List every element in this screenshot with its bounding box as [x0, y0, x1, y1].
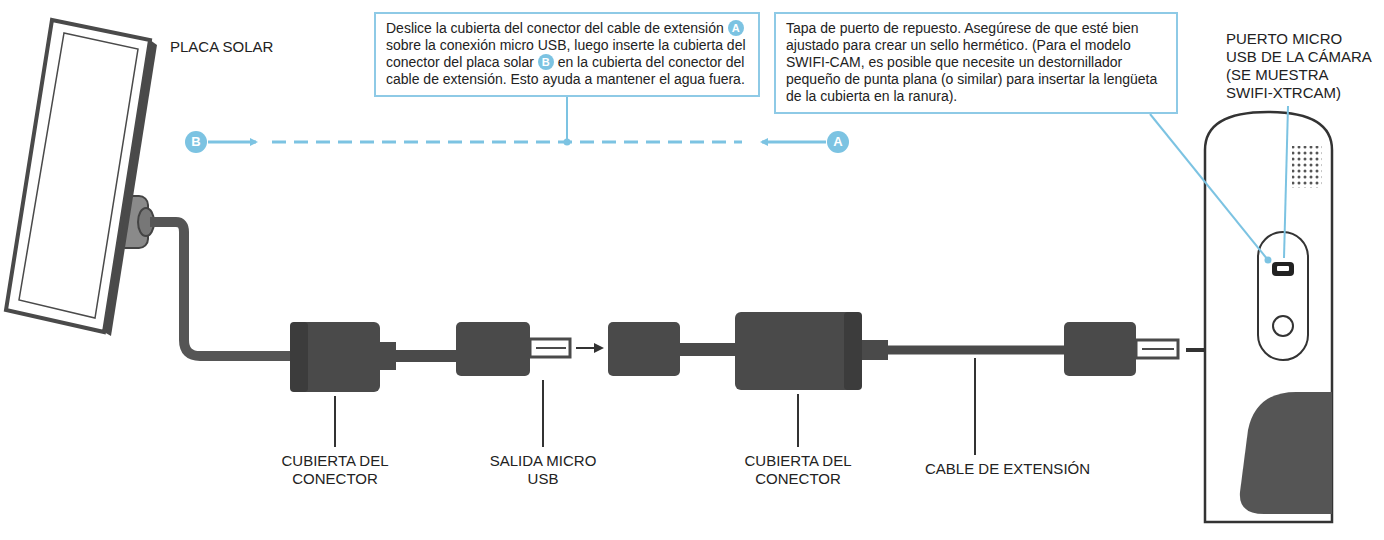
extension-cable-part: [862, 340, 888, 360]
camera-part: [1272, 262, 1294, 276]
callout-text: Deslice la cubierta del conector del cab…: [386, 20, 724, 36]
extension-cable-part: [680, 343, 737, 356]
solar-connector-part: [396, 350, 458, 362]
solar-connector-part: [536, 347, 566, 349]
extension-cable-part: [844, 312, 862, 390]
solar-connector-part: [290, 322, 380, 392]
leader-line: [974, 358, 976, 455]
callout-leader: [566, 97, 568, 142]
camera-part: [1240, 392, 1332, 514]
camera-part: [1273, 316, 1293, 336]
extension-cable-part: [735, 312, 862, 390]
leader-line: [334, 396, 336, 447]
callout-leader: [1150, 114, 1268, 260]
solar-connector-part: [380, 342, 396, 370]
callout-box: Tapa de puerto de repuesto. Asegúrese de…: [774, 12, 1178, 114]
callout-box: Deslice la cubierta del conector del cab…: [374, 12, 760, 97]
extension-cable-part: [886, 346, 1068, 355]
leader-dot: [1265, 257, 1272, 264]
insertion-guide-part: [208, 141, 256, 144]
part-name: SALIDA MICRO USB: [483, 452, 603, 488]
leader-dot: [564, 139, 571, 146]
part-name: CUBIERTA DEL CONECTOR: [270, 452, 400, 488]
solar-connector-part: [530, 339, 570, 357]
solar-connector-part: [456, 322, 530, 376]
insertion-guide-part: [272, 141, 742, 144]
insertion-guide-part: [827, 131, 849, 153]
solar-cable-part: [150, 222, 292, 356]
callout-letter: B: [185, 131, 207, 153]
callout-letter: A: [728, 20, 744, 36]
solar-panel-part: [6, 20, 150, 332]
extension-cable: [608, 312, 1250, 390]
part-name: CUBIERTA DEL CONECTOR: [733, 452, 863, 488]
callout-letter: A: [827, 131, 849, 153]
solar-cable: [150, 222, 292, 356]
part-name: PUERTO MICRO USB DE LA CÁMARA (SE MUESTR…: [1226, 30, 1374, 102]
callout-letter: B: [538, 54, 554, 70]
extension-cable-part: [1142, 348, 1174, 350]
camera-part: [1205, 112, 1332, 522]
leader-line: [797, 394, 799, 447]
camera-part: [1292, 146, 1322, 188]
extension-cable-part: [1064, 322, 1136, 376]
insertion-guide-part: [762, 141, 826, 144]
extension-cable-part: [608, 322, 680, 376]
part-name: CABLE DE EXTENSIÓN: [925, 460, 1135, 478]
part-name: PLACA SOLAR: [170, 38, 320, 56]
solar-connector: [290, 322, 602, 392]
insertion-guide: [185, 131, 849, 153]
solar-connector-part: [576, 347, 602, 349]
leader-line: [542, 380, 544, 447]
solar-connector-part: [290, 322, 308, 392]
insertion-guide-part: [185, 131, 207, 153]
extension-cable-part: [1136, 340, 1178, 358]
solar-panel-part: [19, 33, 138, 318]
camera: [1205, 112, 1332, 522]
leader-line: [1284, 106, 1288, 258]
camera-part: [1277, 266, 1289, 271]
callout-text: Tapa de puerto de repuesto. Asegúrese de…: [786, 20, 1157, 104]
solar-panel: [6, 20, 157, 336]
camera-part: [1258, 232, 1308, 360]
